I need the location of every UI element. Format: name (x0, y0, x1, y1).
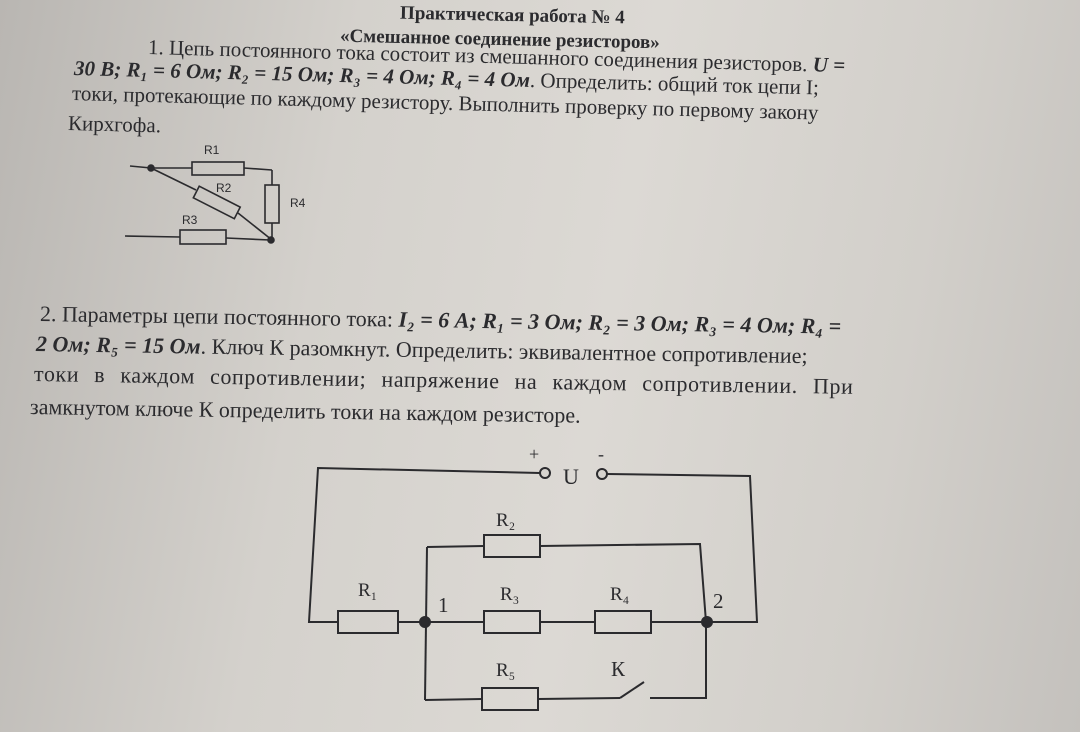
c2-label-node2: 2 (713, 589, 724, 613)
c1-resistor-r2 (192, 185, 242, 220)
c2-terminal-minus (596, 468, 608, 480)
c2-wire-r2-right (539, 542, 707, 623)
c1-label-r3: R3 (182, 213, 198, 227)
c2-label-minus: - (598, 444, 604, 464)
c2-label-r1: R₁ (358, 580, 377, 601)
c2-label-r5: R₅ (496, 660, 515, 681)
c2-node-2 (701, 616, 713, 628)
c1-label-r2: R2 (216, 181, 232, 195)
c2-wire-r2-left (426, 545, 485, 548)
c2-wire-left-loop (307, 466, 541, 623)
c2-terminal-plus (539, 467, 551, 479)
c2-switch-k (619, 681, 645, 699)
c2-label-k: К (611, 657, 626, 681)
c2-label-plus: + (529, 444, 539, 464)
c1-resistor-r3 (179, 229, 227, 245)
c2-wire-right-loop (606, 473, 759, 623)
c2-label-r4: R₄ (610, 584, 629, 605)
c2-wire-switch-node2 (650, 622, 707, 699)
circuit-1 (124, 161, 280, 245)
c2-resistor-r5 (481, 687, 539, 711)
c1-wire-r3-right (225, 237, 271, 241)
c1-label-r4: R4 (290, 196, 306, 210)
c2-resistor-r4 (594, 610, 652, 634)
c2-resistor-r2 (483, 534, 541, 558)
c1-input-wire-bottom (124, 235, 181, 238)
c2-resistor-r3 (483, 610, 541, 634)
c2-label-r2: R₂ (496, 510, 515, 531)
c1-resistor-r1 (191, 161, 245, 176)
c1-wire-r1-right (243, 167, 273, 171)
c2-label-u: U (563, 464, 579, 489)
c1-wire-r2-right (237, 212, 273, 241)
c1-resistor-r4 (264, 184, 280, 224)
c2-wire-r5-switch (537, 697, 621, 700)
c1-label-r1: R1 (204, 143, 220, 157)
c1-wire-r2-left (150, 167, 197, 191)
circuit-2 (307, 466, 759, 711)
c2-node-1 (419, 616, 431, 628)
c2-label-r3: R₃ (500, 584, 519, 605)
c2-wire-r5-left (424, 698, 483, 701)
c2-resistor-r1 (337, 610, 399, 634)
c2-label-node1: 1 (438, 593, 449, 617)
c1-node-bottom (267, 236, 275, 244)
